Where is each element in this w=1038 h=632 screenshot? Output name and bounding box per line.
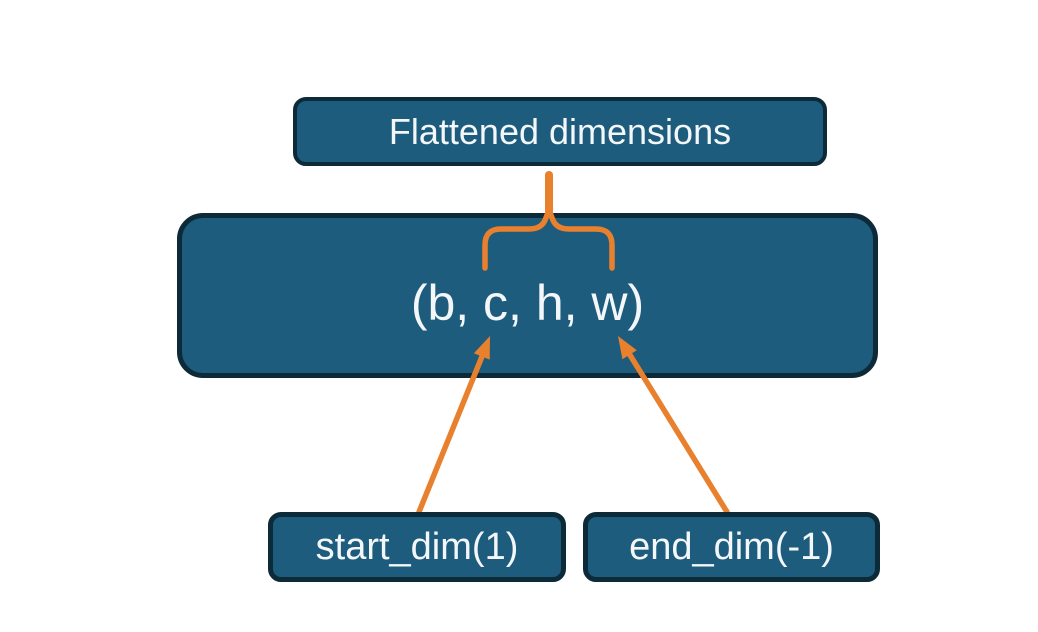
tensor-shape-label: (b, c, h, w) [410,274,645,331]
tensor-shape-box: (b, c, h, w) [177,213,878,378]
start-dim-label: start_dim(1) [315,525,519,568]
end-dim-label: end_dim(-1) [629,525,834,568]
end-dim-box: end_dim(-1) [583,512,880,582]
flattened-dimensions-box: Flattened dimensions [293,97,827,166]
flattened-dimensions-label: Flattened dimensions [388,110,732,152]
start-dim-box: start_dim(1) [268,512,566,582]
